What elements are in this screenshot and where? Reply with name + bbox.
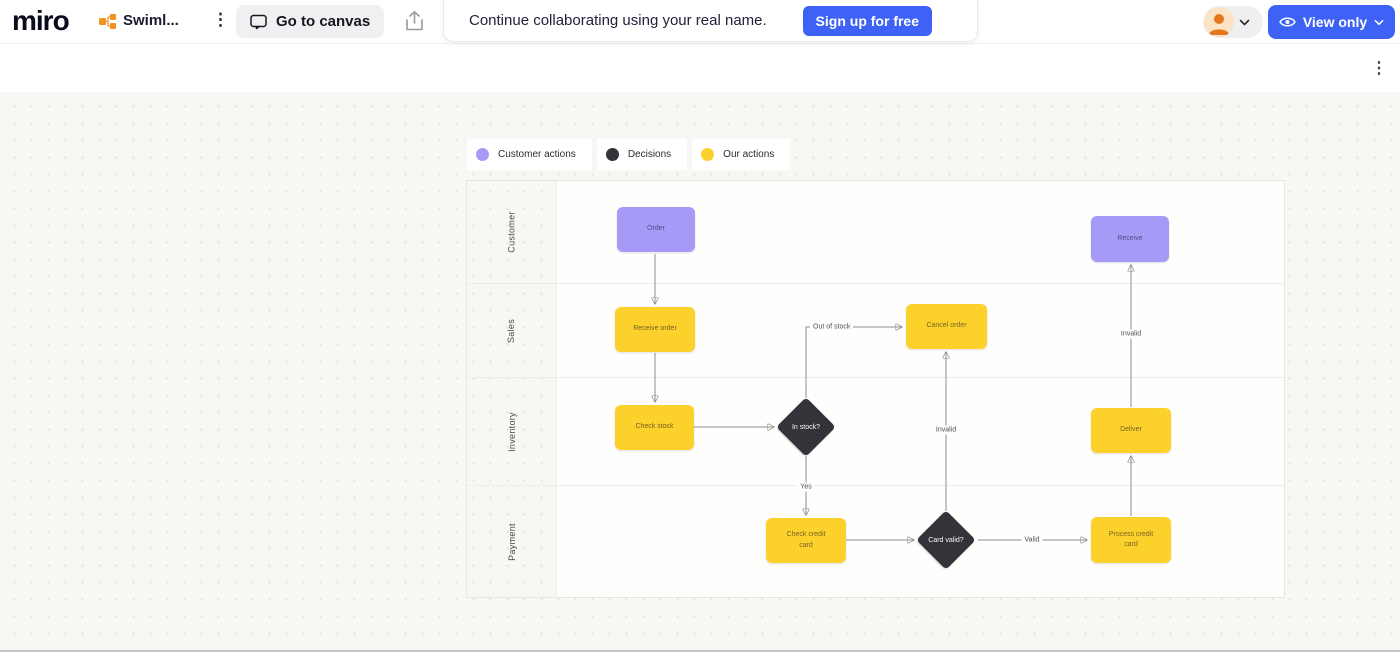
node-label: Order — [647, 225, 665, 233]
share-export-icon[interactable] — [404, 10, 425, 33]
legend-item-decisions[interactable]: Decisions — [595, 138, 689, 171]
signup-banner: Continue collaborating using your real n… — [443, 0, 978, 42]
miro-logo[interactable]: miro — [12, 5, 70, 36]
node-receive[interactable]: Receive — [1091, 216, 1169, 262]
node-label: Deliver — [1120, 426, 1142, 434]
swimlane-label: Inventory — [506, 411, 517, 452]
legend-item-our-actions[interactable]: Our actions — [691, 138, 792, 171]
edge-label-invalid: Invalid — [1117, 329, 1145, 339]
swimlane-label-cell: Sales — [467, 284, 557, 377]
edge-label-out-of-stock: Out of stock — [810, 322, 854, 332]
swimlane-sales: Sales — [467, 284, 1284, 378]
node-label: In stock? — [791, 423, 820, 431]
node-deliver[interactable]: Deliver — [1091, 408, 1171, 453]
banner-message: Continue collaborating using your real n… — [469, 12, 767, 29]
board-canvas[interactable]: Customer actions Decisions Our actions C… — [0, 92, 1400, 650]
user-menu[interactable] — [1203, 6, 1263, 38]
person-icon — [1209, 14, 1229, 35]
edge-label-valid: Valid — [1021, 535, 1043, 545]
legend-label: Our actions — [723, 149, 775, 160]
node-process-credit-card[interactable]: Process credit card — [1091, 517, 1171, 563]
legend-item-customer-actions[interactable]: Customer actions — [466, 138, 593, 171]
swimlane-label: Payment — [506, 522, 517, 561]
node-label: Check credit card — [786, 531, 826, 549]
node-check-stock[interactable]: Check stock — [615, 405, 694, 450]
canvas-options-kebab-icon[interactable]: ⋮ — [1371, 60, 1387, 77]
legend-dot-yellow — [701, 148, 715, 161]
legend: Customer actions Decisions Our actions — [466, 138, 792, 171]
top-toolbar: miro Swiml... ⋮ Go to canvas Continue co… — [0, 0, 1400, 44]
edge-label-yes: Yes — [797, 482, 815, 492]
legend-label: Decisions — [627, 149, 672, 160]
sign-up-button[interactable]: Sign up for free — [802, 5, 932, 36]
swimlane-label: Sales — [506, 318, 517, 343]
node-label: Receive — [1117, 234, 1143, 242]
node-label: Card valid? — [928, 536, 964, 544]
swimlane-label: Customer — [506, 211, 517, 253]
node-label: Receive order — [633, 325, 677, 333]
swimlane-label-cell: Customer — [467, 181, 557, 283]
chevron-down-icon — [1239, 19, 1250, 25]
legend-dot-dark — [605, 148, 619, 161]
go-to-canvas-button[interactable]: Go to canvas — [236, 5, 385, 38]
node-label: Check stock — [635, 423, 674, 431]
node-check-credit-card[interactable]: Check credit card — [766, 518, 846, 563]
chevron-down-icon — [1374, 19, 1384, 25]
swimlane-label-cell: Inventory — [467, 378, 557, 485]
avatar — [1204, 7, 1234, 37]
node-order[interactable]: Order — [617, 207, 695, 252]
node-label: Cancel order — [926, 322, 967, 330]
eye-icon — [1279, 17, 1296, 27]
node-cancel-order[interactable]: Cancel order — [906, 304, 987, 349]
canvas-toolbar: ⋮ — [0, 44, 1400, 92]
edge-label-invalid: Invalid — [932, 425, 960, 435]
board-title[interactable]: Swiml... — [123, 12, 179, 29]
view-only-button[interactable]: View only — [1268, 5, 1395, 39]
node-label: Process credit card — [1108, 530, 1154, 549]
canvas-board-icon — [250, 14, 267, 29]
view-only-label: View only — [1302, 14, 1368, 30]
board-menu-kebab-icon[interactable]: ⋮ — [212, 10, 229, 29]
flowchart-board-icon — [99, 14, 116, 29]
node-receive-order[interactable]: Receive order — [615, 307, 695, 352]
legend-label: Customer actions — [498, 149, 576, 160]
go-to-canvas-label: Go to canvas — [276, 13, 371, 30]
legend-dot-purple — [476, 148, 489, 161]
swimlane-label-cell: Payment — [467, 486, 557, 597]
